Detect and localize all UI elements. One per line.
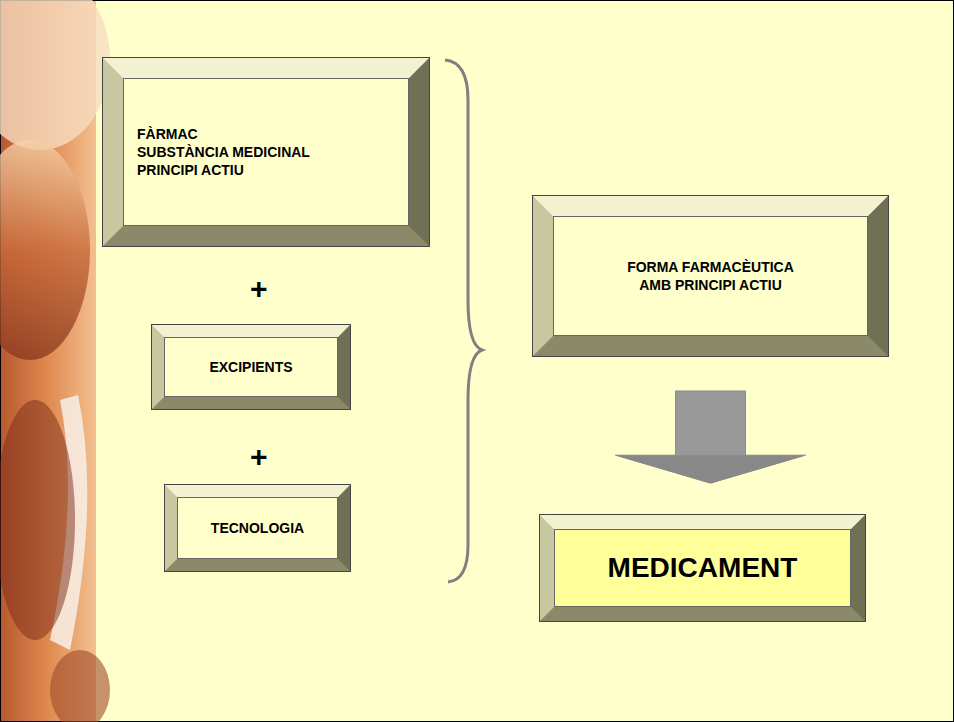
plus-sign: + xyxy=(250,272,268,306)
bevel-box: EXCIPIENTS xyxy=(152,325,350,409)
box-text: FORMA FARMACÈUTICA AMB PRINCIPI ACTIU xyxy=(611,258,811,294)
box-text: PRINCIPI ACTIU xyxy=(137,161,244,179)
box-text: EXCIPIENTS xyxy=(209,358,292,376)
pills-photo xyxy=(0,0,110,722)
box-text: SUBSTÀNCIA MEDICINAL xyxy=(137,143,310,161)
brace xyxy=(445,60,482,582)
bevel-box: MEDICAMENT xyxy=(540,515,865,621)
bevel-box: TECNOLOGIA xyxy=(165,485,350,571)
bevel-box: FÀRMACSUBSTÀNCIA MEDICINALPRINCIPI ACTIU xyxy=(103,58,429,246)
box-text: FÀRMAC xyxy=(137,125,198,143)
box-text: TECNOLOGIA xyxy=(211,519,304,537)
plus-sign: + xyxy=(250,440,268,474)
bevel-box: FORMA FARMACÈUTICA AMB PRINCIPI ACTIU xyxy=(533,196,888,356)
block-arrow xyxy=(616,391,806,483)
box-text: MEDICAMENT xyxy=(608,550,798,586)
